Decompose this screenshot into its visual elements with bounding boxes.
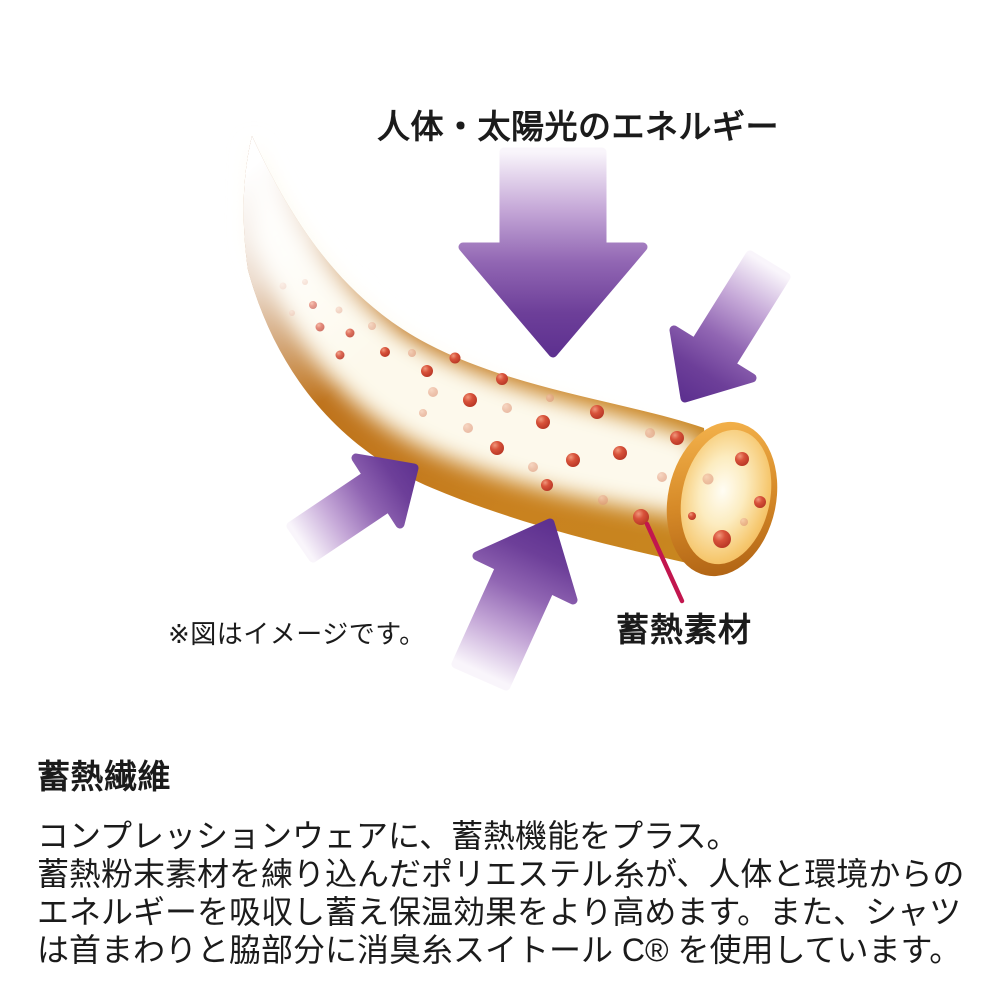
heat-particle-dot	[740, 518, 748, 526]
energy-arrow-left-icon	[286, 453, 419, 563]
description-line-4: は首まわりと脇部分に消臭糸スイトール C® を使用しています。	[37, 932, 962, 968]
energy-arrow-upper-right-icon	[669, 250, 791, 403]
description-line-2: 蓄熱粉末素材を練り込んだポリエステル糸が、人体と環境からの	[37, 856, 965, 892]
heat-particle-dot	[702, 473, 714, 485]
heat-material-label: 蓄熱素材	[616, 611, 752, 648]
description-line-3: エネルギーを吸収し蓄え保温効果をより高めます。また、シャツ	[37, 894, 962, 930]
fiber-tube	[243, 136, 778, 577]
description-heading: 蓄熱繊維	[37, 758, 171, 795]
energy-arrow-bottom-icon	[451, 518, 578, 691]
description-section: 蓄熱繊維 コンプレッションウェアに、蓄熱機能をプラス。 蓄熱粉末素材を練り込んだ…	[37, 750, 977, 969]
diagram-title: 人体・太陽光のエネルギー	[377, 108, 779, 145]
energy-arrow-down-icon	[458, 147, 648, 358]
heat-particle-dot	[735, 452, 749, 466]
description-line-1: コンプレッションウェアに、蓄熱機能をプラス。	[37, 818, 739, 854]
callout-pointer-line	[644, 521, 685, 604]
image-disclaimer-note: ※図はイメージです。	[168, 619, 426, 649]
heat-particle-dot	[688, 512, 696, 520]
heat-particle-dot	[713, 530, 731, 548]
fiber-end-face	[666, 421, 778, 577]
heat-storage-particles-face	[688, 452, 766, 548]
energy-arrows	[286, 147, 791, 691]
heat-particle-dot	[754, 496, 766, 508]
